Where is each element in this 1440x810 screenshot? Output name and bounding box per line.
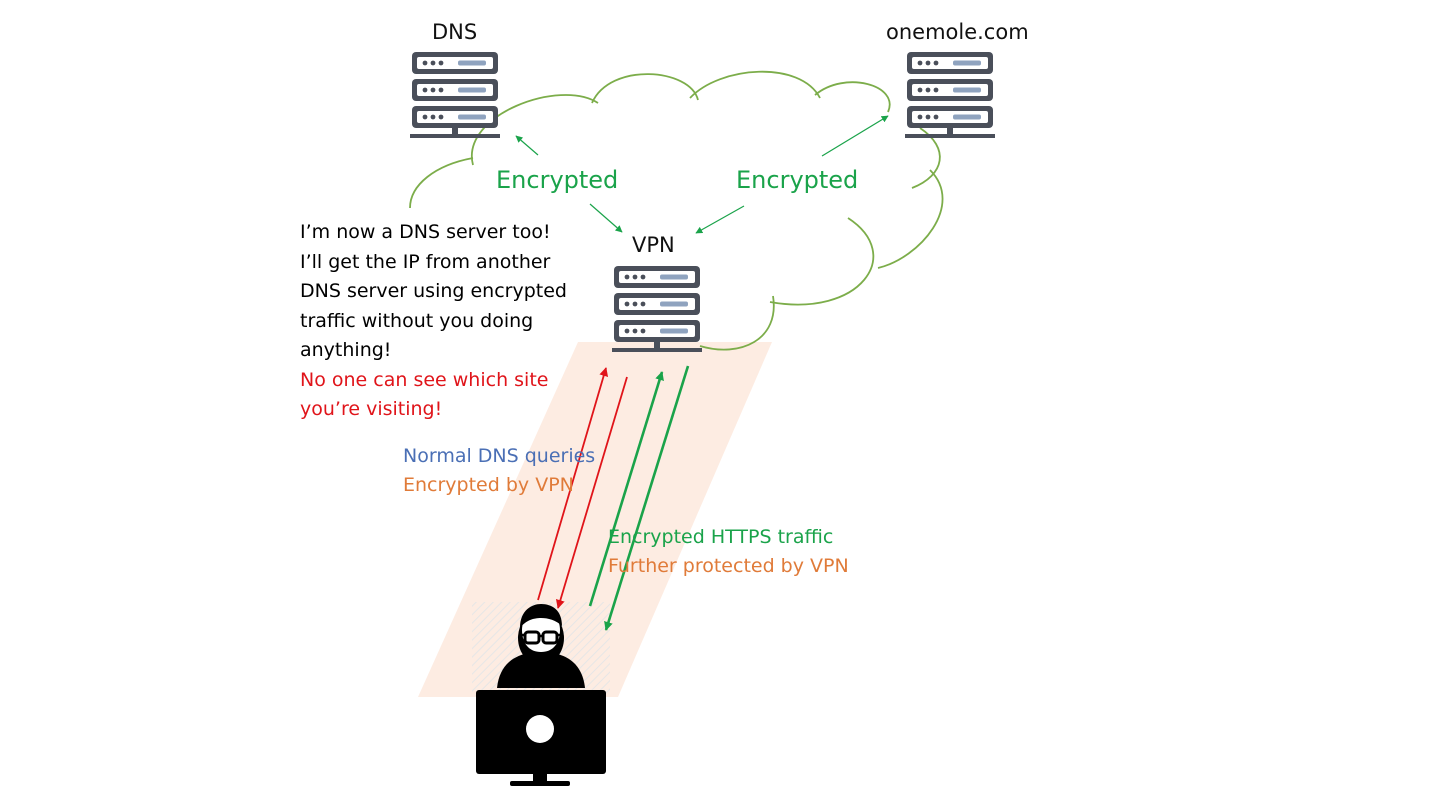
dns-server-label: DNS — [432, 20, 478, 44]
dns-to-vpn-arrow — [589, 203, 623, 233]
speech-line: I’m now a DNS server too! — [300, 221, 551, 243]
encrypted-label-right: Encrypted — [736, 166, 859, 194]
dns-queries-note: Normal DNS queries — [403, 445, 596, 467]
vpn-server-label: VPN — [632, 233, 675, 257]
speech-warning-line: No one can see which site — [300, 368, 549, 391]
speech-warning-line: you’re visiting! — [300, 398, 443, 420]
user-with-glasses-icon — [497, 604, 585, 688]
speech-line: anything! — [300, 339, 392, 361]
site-to-vpn-arrow — [695, 205, 745, 234]
vpn-speech-text: I’m now a DNS server too! I’ll get the I… — [300, 218, 567, 425]
monitor-icon — [476, 690, 606, 786]
dns-response-down-arrow — [556, 376, 628, 609]
vpn-to-dns-arrow — [515, 135, 539, 156]
dns-query-up-arrow — [537, 367, 609, 601]
dns-vpn-note: Encrypted by VPN — [403, 474, 574, 496]
dns-server-icon — [410, 52, 500, 138]
website-server-label: onemole.com — [886, 20, 1029, 44]
https-request-up-arrow — [588, 371, 664, 607]
vpn-to-site-arrow — [821, 115, 889, 157]
https-traffic-note: Encrypted HTTPS traffic — [608, 526, 834, 548]
https-vpn-note: Further protected by VPN — [608, 555, 849, 577]
encrypted-label-left: Encrypted — [496, 166, 619, 194]
website-server-icon — [905, 52, 995, 138]
https-response-down-arrow — [604, 365, 690, 631]
speech-line: DNS server using encrypted — [300, 280, 567, 302]
vpn-server-icon — [612, 266, 702, 352]
speech-line: traffic without you doing — [300, 309, 534, 332]
speech-line: I’ll get the IP from another — [300, 250, 551, 273]
